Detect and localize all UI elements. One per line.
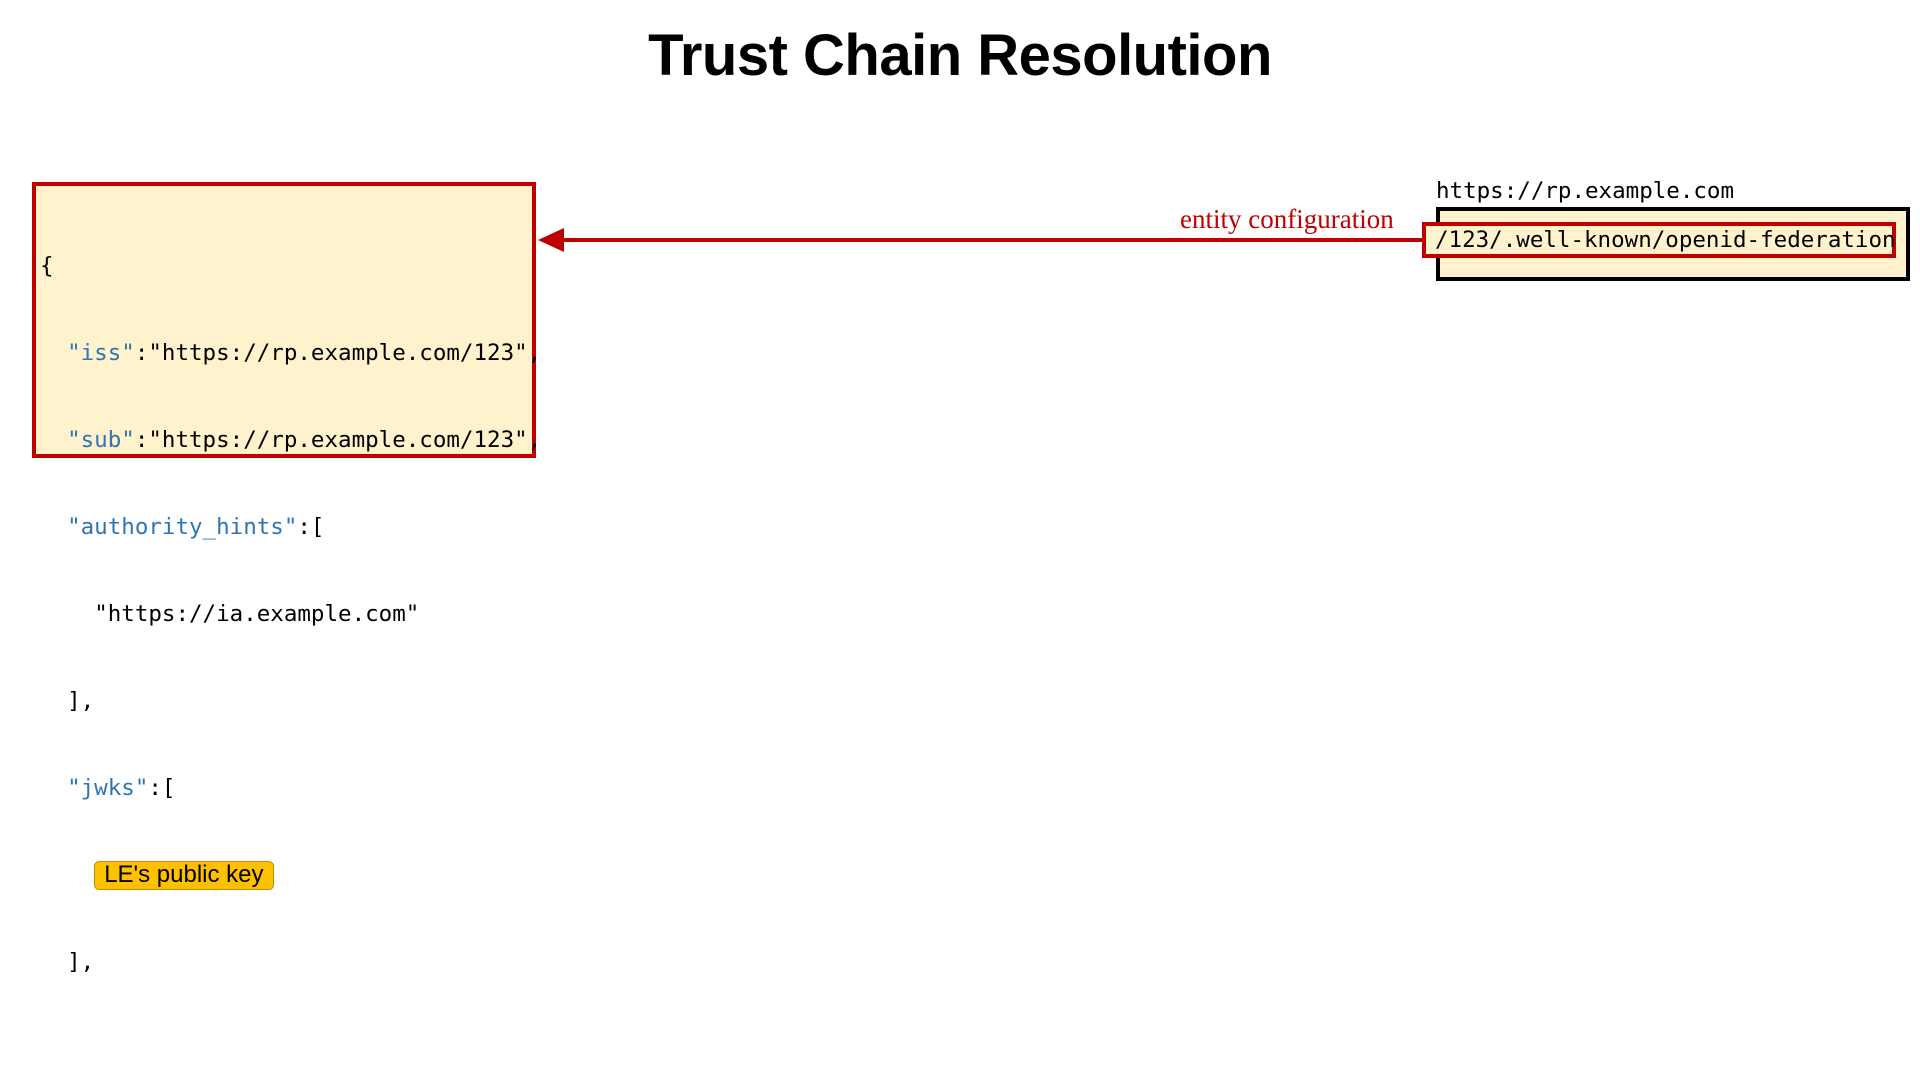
json-jwks-close: ], [67,949,95,975]
json-line-public-key: LE's public key [40,861,541,890]
entity-statement-box: { "iss":"https://rp.example.com/123", "s… [32,182,541,975]
json-value-iss: :"https://rp.example.com/123", [134,340,542,366]
json-line-iss: "iss":"https://rp.example.com/123", [40,339,541,368]
arrow-head-icon [538,228,564,252]
json-line-open: { [40,252,541,281]
json-authority-hints-open: :[ [297,514,325,540]
json-key-sub: "sub" [67,427,135,453]
json-line-authority-hints: "authority_hints":[ [40,513,541,542]
json-authority-hints-close: ], [67,688,95,714]
federation-endpoint-box: /123/.well-known/openid-federation [1422,222,1896,258]
json-line-authority-hint: "https://ia.example.com" [40,600,541,629]
json-value-sub: :"https://rp.example.com/123", [134,427,542,453]
json-line-jwks: "jwks":[ [40,774,541,803]
page-title: Trust Chain Resolution [648,23,1272,88]
json-key-jwks: "jwks" [67,775,149,801]
public-key-badge: LE's public key [94,861,274,890]
json-key-iss: "iss" [67,340,135,366]
json-line-jwks-close: ], [40,948,541,977]
json-line-sub: "sub":"https://rp.example.com/123", [40,426,541,455]
arrow-label: entity configuration [1180,204,1394,234]
server-host-label: https://rp.example.com [1436,178,1735,204]
json-key-authority-hints: "authority_hints" [67,514,298,540]
json-open-brace: { [40,253,54,279]
json-line-authority-hints-close: ], [40,687,541,716]
federation-endpoint-path: /123/.well-known/openid-federation [1435,227,1896,253]
entity-statement-json: { "iss":"https://rp.example.com/123", "s… [40,194,541,1035]
json-authority-hint-value: "https://ia.example.com" [94,601,420,627]
json-jwks-open: :[ [148,775,176,801]
